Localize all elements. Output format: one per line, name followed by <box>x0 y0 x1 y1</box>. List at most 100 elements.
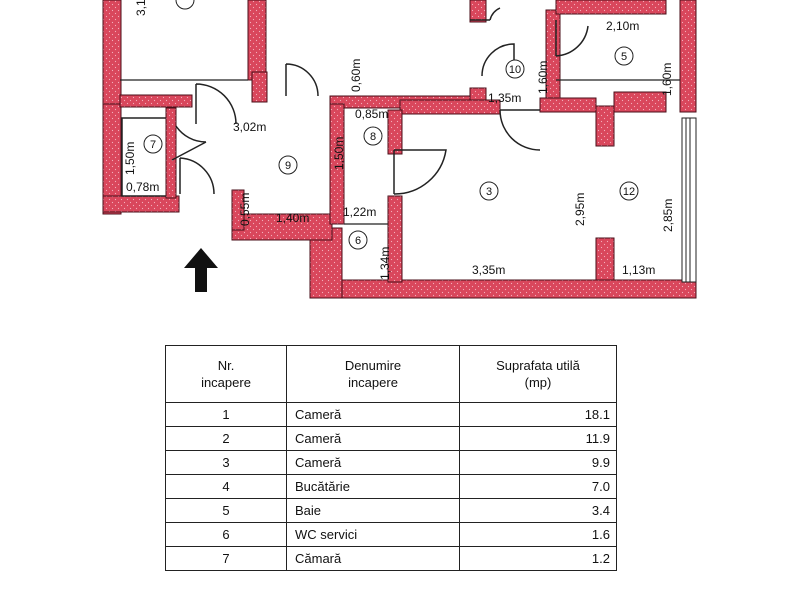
partitions <box>120 79 680 225</box>
wall-window-frame <box>681 117 697 283</box>
doors <box>171 7 589 195</box>
wall-room10-right <box>545 9 561 111</box>
wall-entry-right <box>231 189 245 231</box>
cell-room-number: 2 <box>165 426 287 451</box>
cell-room-number: 6 <box>165 522 287 547</box>
cell-room-area: 11.9 <box>459 426 617 451</box>
wall-bottom-right <box>309 279 697 299</box>
dim-room7-width: 0,78m <box>126 180 159 194</box>
dim-room1-height: 3,14 <box>134 0 148 16</box>
door-entry <box>179 157 215 195</box>
dim-room6-width: 1,22m <box>343 205 376 219</box>
room-number-5: 5 <box>614 46 634 66</box>
cell-room-number: 5 <box>165 498 287 523</box>
table-row: 2 Cameră 11.9 <box>165 426 617 451</box>
table-header-row: Nr. incapere Denumire incapere Suprafata… <box>165 345 617 403</box>
header-label: Suprafata utilă (mp) <box>496 358 580 390</box>
room-number-9: 9 <box>278 155 298 175</box>
table-row: 7 Cămară 1.2 <box>165 546 617 571</box>
room-number-3: 3 <box>479 181 499 201</box>
wall-room12-left <box>595 105 615 147</box>
svg-text:9: 9 <box>285 160 291 172</box>
door-top-center <box>470 7 501 21</box>
wall-9-8 <box>329 103 345 225</box>
door-room10-b <box>555 20 589 57</box>
svg-text:7: 7 <box>150 139 156 151</box>
svg-text:6: 6 <box>355 235 361 247</box>
wall-left-upper <box>102 0 122 113</box>
dim-0-55: 0,55m <box>238 193 252 226</box>
table-row: 5 Baie 3.4 <box>165 498 617 523</box>
room-area-table: Nr. incapere Denumire incapere Suprafata… <box>165 345 617 571</box>
wall-room1-right <box>247 0 267 81</box>
cell-room-area: 7.0 <box>459 474 617 499</box>
header-room-number: Nr. incapere <box>165 345 287 403</box>
room-numbers: 3 5 6 7 8 9 10 12 <box>143 0 639 250</box>
wall-8-3 <box>387 109 403 155</box>
room-number-partial <box>175 0 195 10</box>
room-number-12: 12 <box>619 181 639 201</box>
cell-room-name: Cameră <box>286 426 460 451</box>
wall-room3-top-right <box>539 97 597 113</box>
dim-room3-width: 3,35m <box>472 263 505 277</box>
header-room-area: Suprafata utilă (mp) <box>459 345 617 403</box>
dim-room3-height: 2,95m <box>573 193 587 226</box>
wall-upper-middle-2 <box>251 71 268 103</box>
cell-room-area: 3.4 <box>459 498 617 523</box>
cell-room-area: 9.9 <box>459 450 617 475</box>
window <box>685 118 691 282</box>
wall-8-3-lower <box>387 195 403 283</box>
door-room10-a <box>481 43 515 77</box>
dim-room10-height: 1,60m <box>536 61 550 94</box>
cell-room-number: 3 <box>165 450 287 475</box>
room-number-7: 7 <box>143 134 163 154</box>
dim-room6-height: 1,34m <box>378 247 392 280</box>
wall-upper-middle <box>119 94 193 108</box>
door-room1 <box>195 83 237 125</box>
dim-0-60: 0,60m <box>349 59 363 92</box>
wall-bottom-step-2 <box>231 213 333 241</box>
cell-room-name: Baie <box>286 498 460 523</box>
cell-room-area: 18.1 <box>459 402 617 427</box>
wall-room3-top <box>399 99 501 115</box>
door-room7 <box>171 125 207 161</box>
cell-room-number: 7 <box>165 546 287 571</box>
wall-room10-top <box>469 0 487 23</box>
dim-room9-height: 1,50m <box>332 137 346 170</box>
header-label: Denumire incapere <box>344 358 402 390</box>
room-number-8: 8 <box>363 126 383 146</box>
svg-text:12: 12 <box>623 186 635 198</box>
dimension-labels: 3,14 2,10m 0,60m 1,60m 1,60m 1,35m 3,02m… <box>123 0 675 280</box>
dim-room7-height: 1,50m <box>123 142 137 175</box>
room7-wall-right <box>165 107 177 199</box>
table-row: 1 Cameră 18.1 <box>165 402 617 427</box>
wall-right-inner <box>613 91 667 113</box>
room-number-6: 6 <box>348 230 368 250</box>
dim-room5-height: 1,60m <box>660 63 674 96</box>
floor-plan: 3 5 6 7 8 9 10 12 3,14 2,10m 0,60m 1,60m… <box>102 0 697 299</box>
svg-text:3: 3 <box>486 186 492 198</box>
dim-1-40: 1,40m <box>276 211 309 225</box>
dim-room5-width: 2,10m <box>606 19 639 33</box>
dim-0-85: 0,85m <box>355 107 388 121</box>
cell-room-number: 1 <box>165 402 287 427</box>
dim-room9-width: 3,02m <box>233 120 266 134</box>
cell-room-name: Bucătărie <box>286 474 460 499</box>
dim-room12-height: 2,85m <box>661 199 675 232</box>
svg-text:8: 8 <box>370 131 376 143</box>
cell-room-area: 1.6 <box>459 522 617 547</box>
dim-room12-width: 1,13m <box>622 263 655 277</box>
wall-room5-top <box>555 0 667 15</box>
wall-room12-left-lower <box>595 237 615 283</box>
cell-room-name: Cameră <box>286 402 460 427</box>
wall-left-lower <box>102 103 122 215</box>
table-row: 4 Bucătărie 7.0 <box>165 474 617 499</box>
table-row: 6 WC servici 1.6 <box>165 522 617 547</box>
walls <box>102 0 697 299</box>
up-arrow-icon <box>184 248 218 292</box>
svg-text:10: 10 <box>509 64 521 76</box>
room-number-10: 10 <box>505 59 525 79</box>
door-room2 <box>285 63 319 97</box>
cell-room-name: Cameră <box>286 450 460 475</box>
cell-room-area: 1.2 <box>459 546 617 571</box>
